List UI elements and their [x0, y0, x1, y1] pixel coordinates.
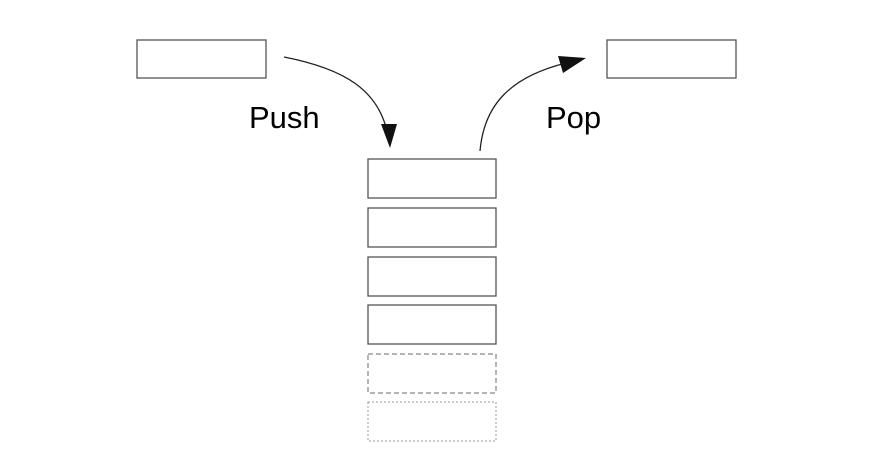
- pop-arrowhead: [558, 56, 586, 73]
- stack-slot-1: [367, 158, 497, 199]
- stack-slot-empty-dashed: [367, 353, 497, 394]
- push-label: Push: [249, 100, 320, 135]
- pop-item-box: [606, 39, 737, 79]
- stack-slot-empty-dotted: [367, 401, 497, 442]
- stack: [367, 158, 497, 442]
- pop-label: Pop: [546, 100, 601, 135]
- stack-slot-2: [367, 207, 497, 248]
- stack-slot-3: [367, 256, 497, 297]
- pop-arrow: [479, 62, 567, 152]
- push-item-box: [136, 39, 267, 79]
- stack-slot-4: [367, 304, 497, 345]
- push-arrowhead: [381, 124, 397, 148]
